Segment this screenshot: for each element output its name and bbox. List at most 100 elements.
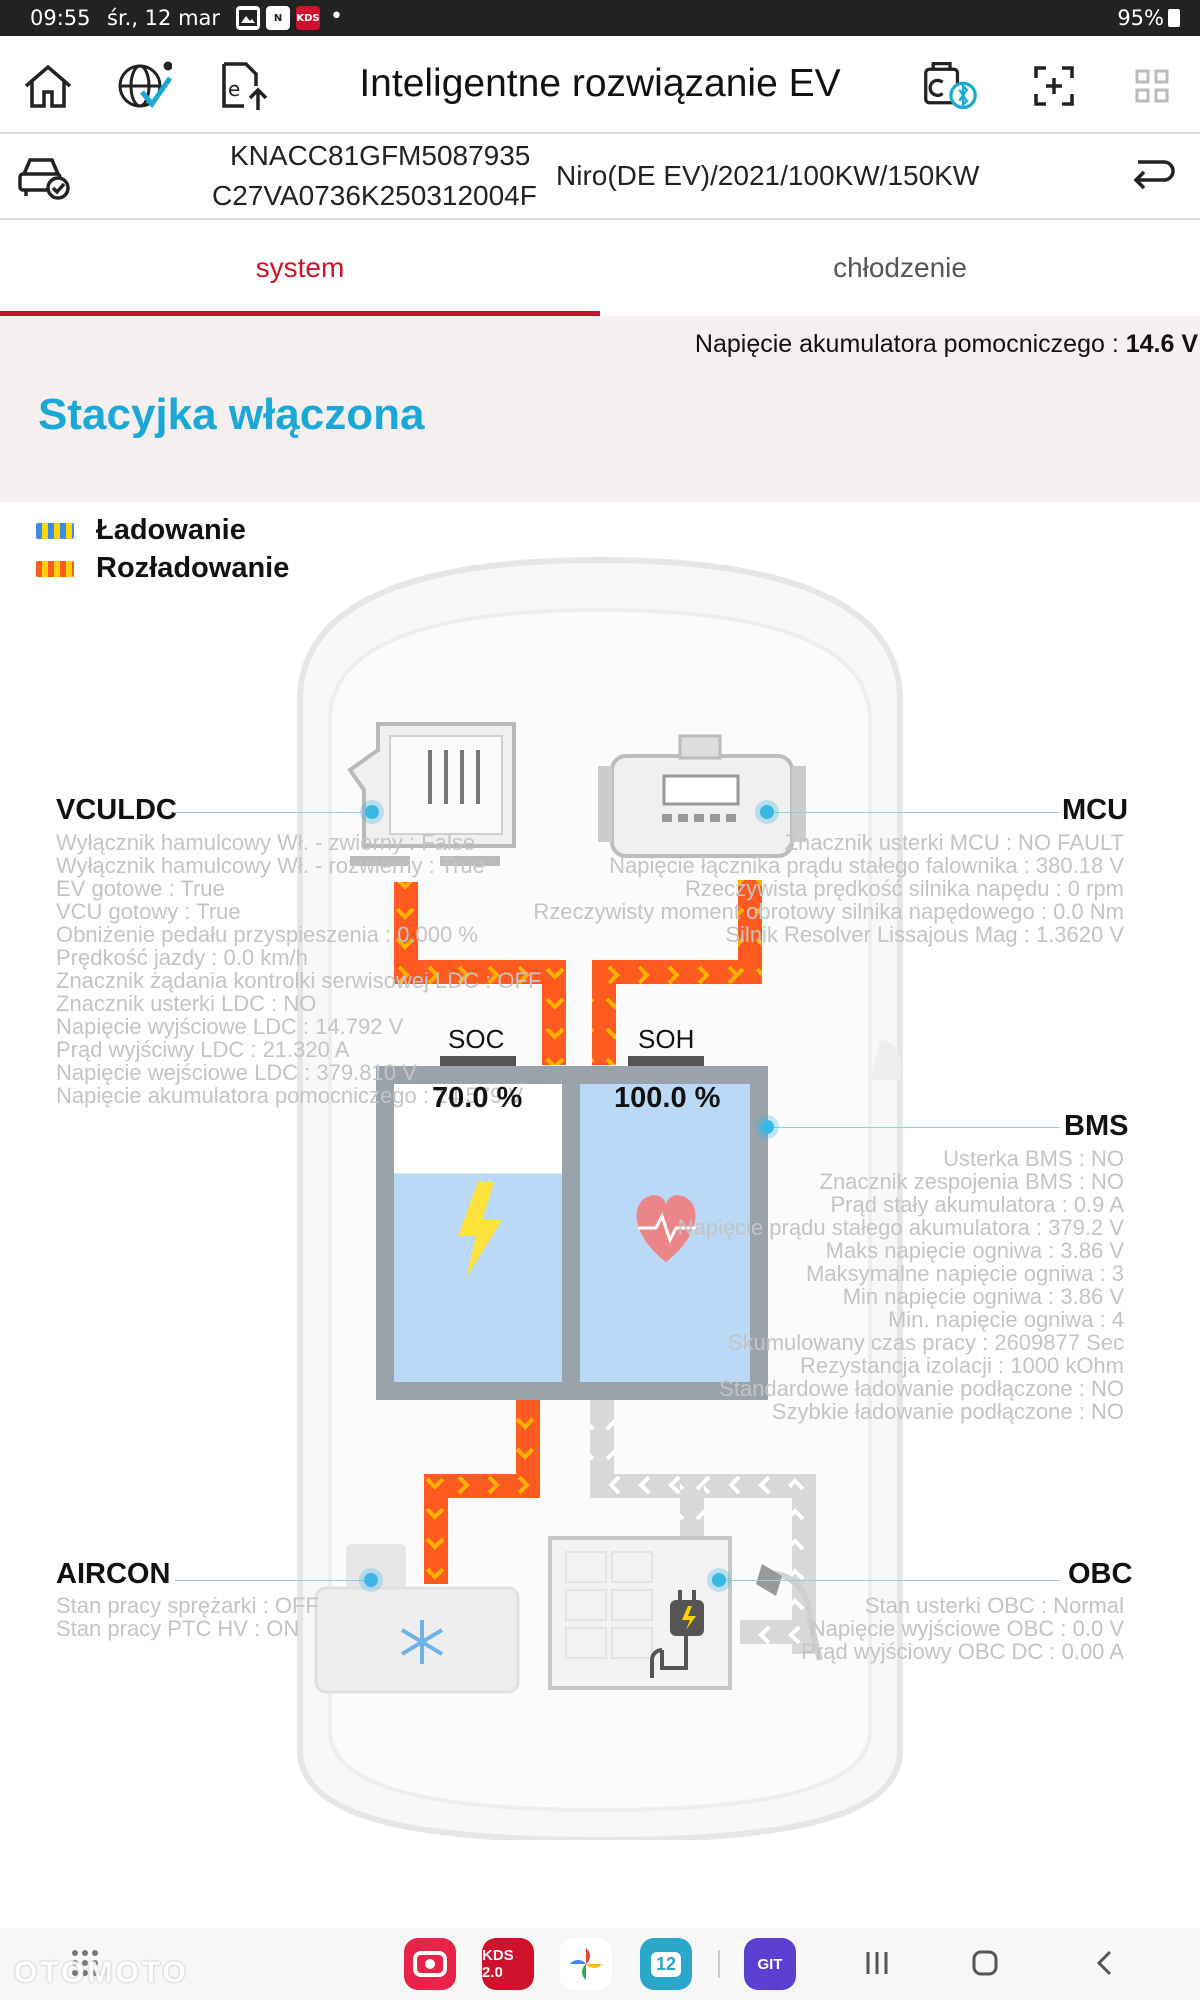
- aircon-title[interactable]: AIRCON: [56, 1558, 171, 1590]
- aircon-data: Stan pracy sprężarki : OFF Stan pracy PT…: [56, 1594, 319, 1640]
- vculdc-line: Obniżenie pedału przyspieszenia : 0.000 …: [56, 922, 478, 947]
- home-icon[interactable]: [20, 58, 76, 114]
- export-file-icon[interactable]: e: [214, 58, 270, 114]
- bms-line: Szybkie ładowanie podłączone : NO: [771, 1399, 1124, 1424]
- vculdc-title[interactable]: VCULDC: [56, 794, 177, 826]
- vculdc-line: Prędkość jazdy : 0.0 km/h: [56, 945, 308, 970]
- mcu-indicator: [760, 805, 774, 819]
- recents-icon[interactable]: [862, 1948, 892, 1983]
- globe-check-icon[interactable]: [116, 58, 172, 114]
- vculdc-line: EV gotowe : True: [56, 876, 225, 901]
- app-drawer-icon[interactable]: [70, 1948, 100, 1983]
- vehicle-code: C27VA0736K250312004F: [212, 180, 537, 211]
- aircon-leader: [175, 1580, 375, 1581]
- vin-number: KNACC81GFM5087935: [230, 140, 531, 171]
- aux-battery-label: Napięcie akumulatora pomocniczego :: [694, 330, 1126, 358]
- obc-indicator: [712, 1573, 726, 1587]
- status-band: Napięcie akumulatora pomocniczego : 14.6…: [0, 316, 1200, 502]
- vehicle-check-icon: [18, 152, 70, 205]
- vculdc-module: [347, 722, 516, 866]
- vculdc-line: Napięcie wyjściowe LDC : 14.792 V: [56, 1014, 404, 1039]
- back-nav-icon[interactable]: [1090, 1948, 1120, 1983]
- soh-value: 100.0 %: [614, 1082, 721, 1114]
- bms-line: Maks napięcie ogniwa : 3.86 V: [825, 1238, 1124, 1263]
- bms-indicator: [760, 1120, 774, 1134]
- bms-line: Min napięcie ogniwa : 3.86 V: [842, 1284, 1124, 1309]
- kds-app-icon[interactable]: KDS 2.0: [482, 1938, 534, 1990]
- battery-icon: [1168, 9, 1180, 27]
- bms-line: Rezystancja izolacji : 1000 kOhm: [799, 1353, 1124, 1378]
- legend-discharging-label: Rozładowanie: [96, 552, 290, 584]
- kds-icon: KDS: [296, 6, 320, 30]
- bms-line: Prąd stały akumulatora : 0.9 A: [830, 1192, 1125, 1217]
- vci-bluetooth-icon[interactable]: [922, 58, 978, 114]
- vculdc-line: Znacznik żądania kontrolki serwisowej LD…: [56, 968, 542, 993]
- watermark: OTOMOTO: [14, 1956, 189, 1989]
- photos-icon[interactable]: [560, 1938, 612, 1990]
- mcu-line: Silnik Resolver Lissajous Mag : 1.3620 V: [725, 922, 1124, 947]
- bms-title[interactable]: BMS: [1064, 1110, 1129, 1142]
- bms-line: Min. napięcie ogniwa : 4: [887, 1307, 1124, 1332]
- vculdc-line: Prąd wyjściwy LDC : 21.320 A: [56, 1037, 350, 1062]
- bms-line: Usterka BMS : NO: [943, 1146, 1124, 1171]
- tab-system[interactable]: system: [255, 252, 345, 283]
- aircon-indicator: [364, 1573, 378, 1587]
- mcu-title[interactable]: MCU: [1062, 794, 1129, 826]
- vculdc-line: VCU gotowy : True: [56, 899, 241, 924]
- vculdc-indicator: [365, 805, 379, 819]
- heart-pulse-icon: [636, 1195, 696, 1262]
- divider: [718, 1950, 720, 1978]
- obc-line: Stan usterki OBC : Normal: [864, 1593, 1124, 1618]
- obc-title[interactable]: OBC: [1068, 1558, 1133, 1590]
- bms-line: Napięcie prądu stałego akumulatora : 379…: [677, 1215, 1124, 1240]
- legend-discharging: Rozładowanie: [36, 552, 289, 585]
- svg-text:e: e: [228, 77, 240, 101]
- vculdc-line: Wyłącznik hamulcowy Wł. - zwierny : Fals…: [56, 830, 476, 855]
- navigation-bar: KDS 2.0 12 GIT: [0, 1928, 1200, 2000]
- obc-line: Prąd wyjściowy OBC DC : 0.00 A: [801, 1639, 1124, 1664]
- mcu-leader: [770, 812, 1060, 813]
- vculdc-leader: [170, 812, 370, 813]
- tab-cooling[interactable]: chłodzenie: [833, 252, 967, 283]
- mcu-line: Napięcie łącznika prądu stałego falownik…: [609, 853, 1124, 878]
- battery-level: 95%: [1117, 6, 1164, 30]
- legend-charging: Ładowanie: [36, 514, 246, 547]
- back-icon[interactable]: [1130, 158, 1176, 199]
- obc-leader: [720, 1580, 1060, 1581]
- tab-bar: system chłodzenie: [0, 220, 1200, 318]
- grid-icon[interactable]: [1124, 58, 1180, 114]
- status-bar: 09:55 śr., 12 mar N KDS • 95%: [0, 0, 1200, 36]
- vehicle-model: Niro(DE EV)/2021/100KW/150KW: [556, 160, 980, 191]
- obc-data: Stan usterki OBC : Normal Napięcie wyjśc…: [801, 1594, 1124, 1663]
- mcu-line: Znacznik usterki MCU : NO FAULT: [784, 830, 1124, 855]
- calendar-day: 12: [650, 1951, 682, 1977]
- vculdc-data: Wyłącznik hamulcowy Wł. - zwierny : Fals…: [56, 831, 541, 1107]
- app-title: Inteligentne rozwiązanie EV: [359, 62, 841, 105]
- clock: 09:55: [30, 6, 91, 30]
- soh-label: SOH: [638, 1024, 695, 1054]
- vehicle-info-row: KNACC81GFM5087935 C27VA0736K250312004F N…: [0, 134, 1200, 220]
- bms-leader: [770, 1127, 1060, 1128]
- discharging-swatch: [36, 560, 74, 577]
- vculdc-line: Napięcie wejściowe LDC : 379.810 V: [56, 1060, 417, 1085]
- ignition-status: Stacyjka włączona: [38, 390, 425, 439]
- git-n-icon: N: [266, 6, 290, 30]
- battery-pack: [376, 1056, 768, 1400]
- screen-recorder-icon[interactable]: [404, 1938, 456, 1990]
- home-nav-icon[interactable]: [970, 1948, 1000, 1983]
- vculdc-line: Znacznik usterki LDC : NO: [56, 991, 317, 1016]
- more-notifications-dot: •: [330, 4, 343, 29]
- git-app-icon[interactable]: GIT: [744, 1938, 796, 1990]
- charging-swatch: [36, 522, 74, 539]
- lightning-icon: [458, 1182, 502, 1278]
- bms-line: Znacznik zespojenia BMS : NO: [819, 1169, 1124, 1194]
- active-tab-indicator: [0, 311, 600, 316]
- mcu-data: Znacznik usterki MCU : NO FAULT Napięcie…: [533, 831, 1124, 946]
- calendar-icon[interactable]: 12: [640, 1938, 692, 1990]
- aircon-line: Stan pracy PTC HV : ON: [56, 1616, 300, 1641]
- app-header: e Inteligentne rozwiązanie EV: [0, 36, 1200, 134]
- capture-icon[interactable]: [1026, 58, 1082, 114]
- vculdc-line: Napięcie akumulatora pomocniczego : 14.5…: [56, 1083, 524, 1108]
- mcu-line: Rzeczywisty moment obrotowy silnika napę…: [533, 899, 1124, 924]
- mcu-module: [598, 734, 806, 858]
